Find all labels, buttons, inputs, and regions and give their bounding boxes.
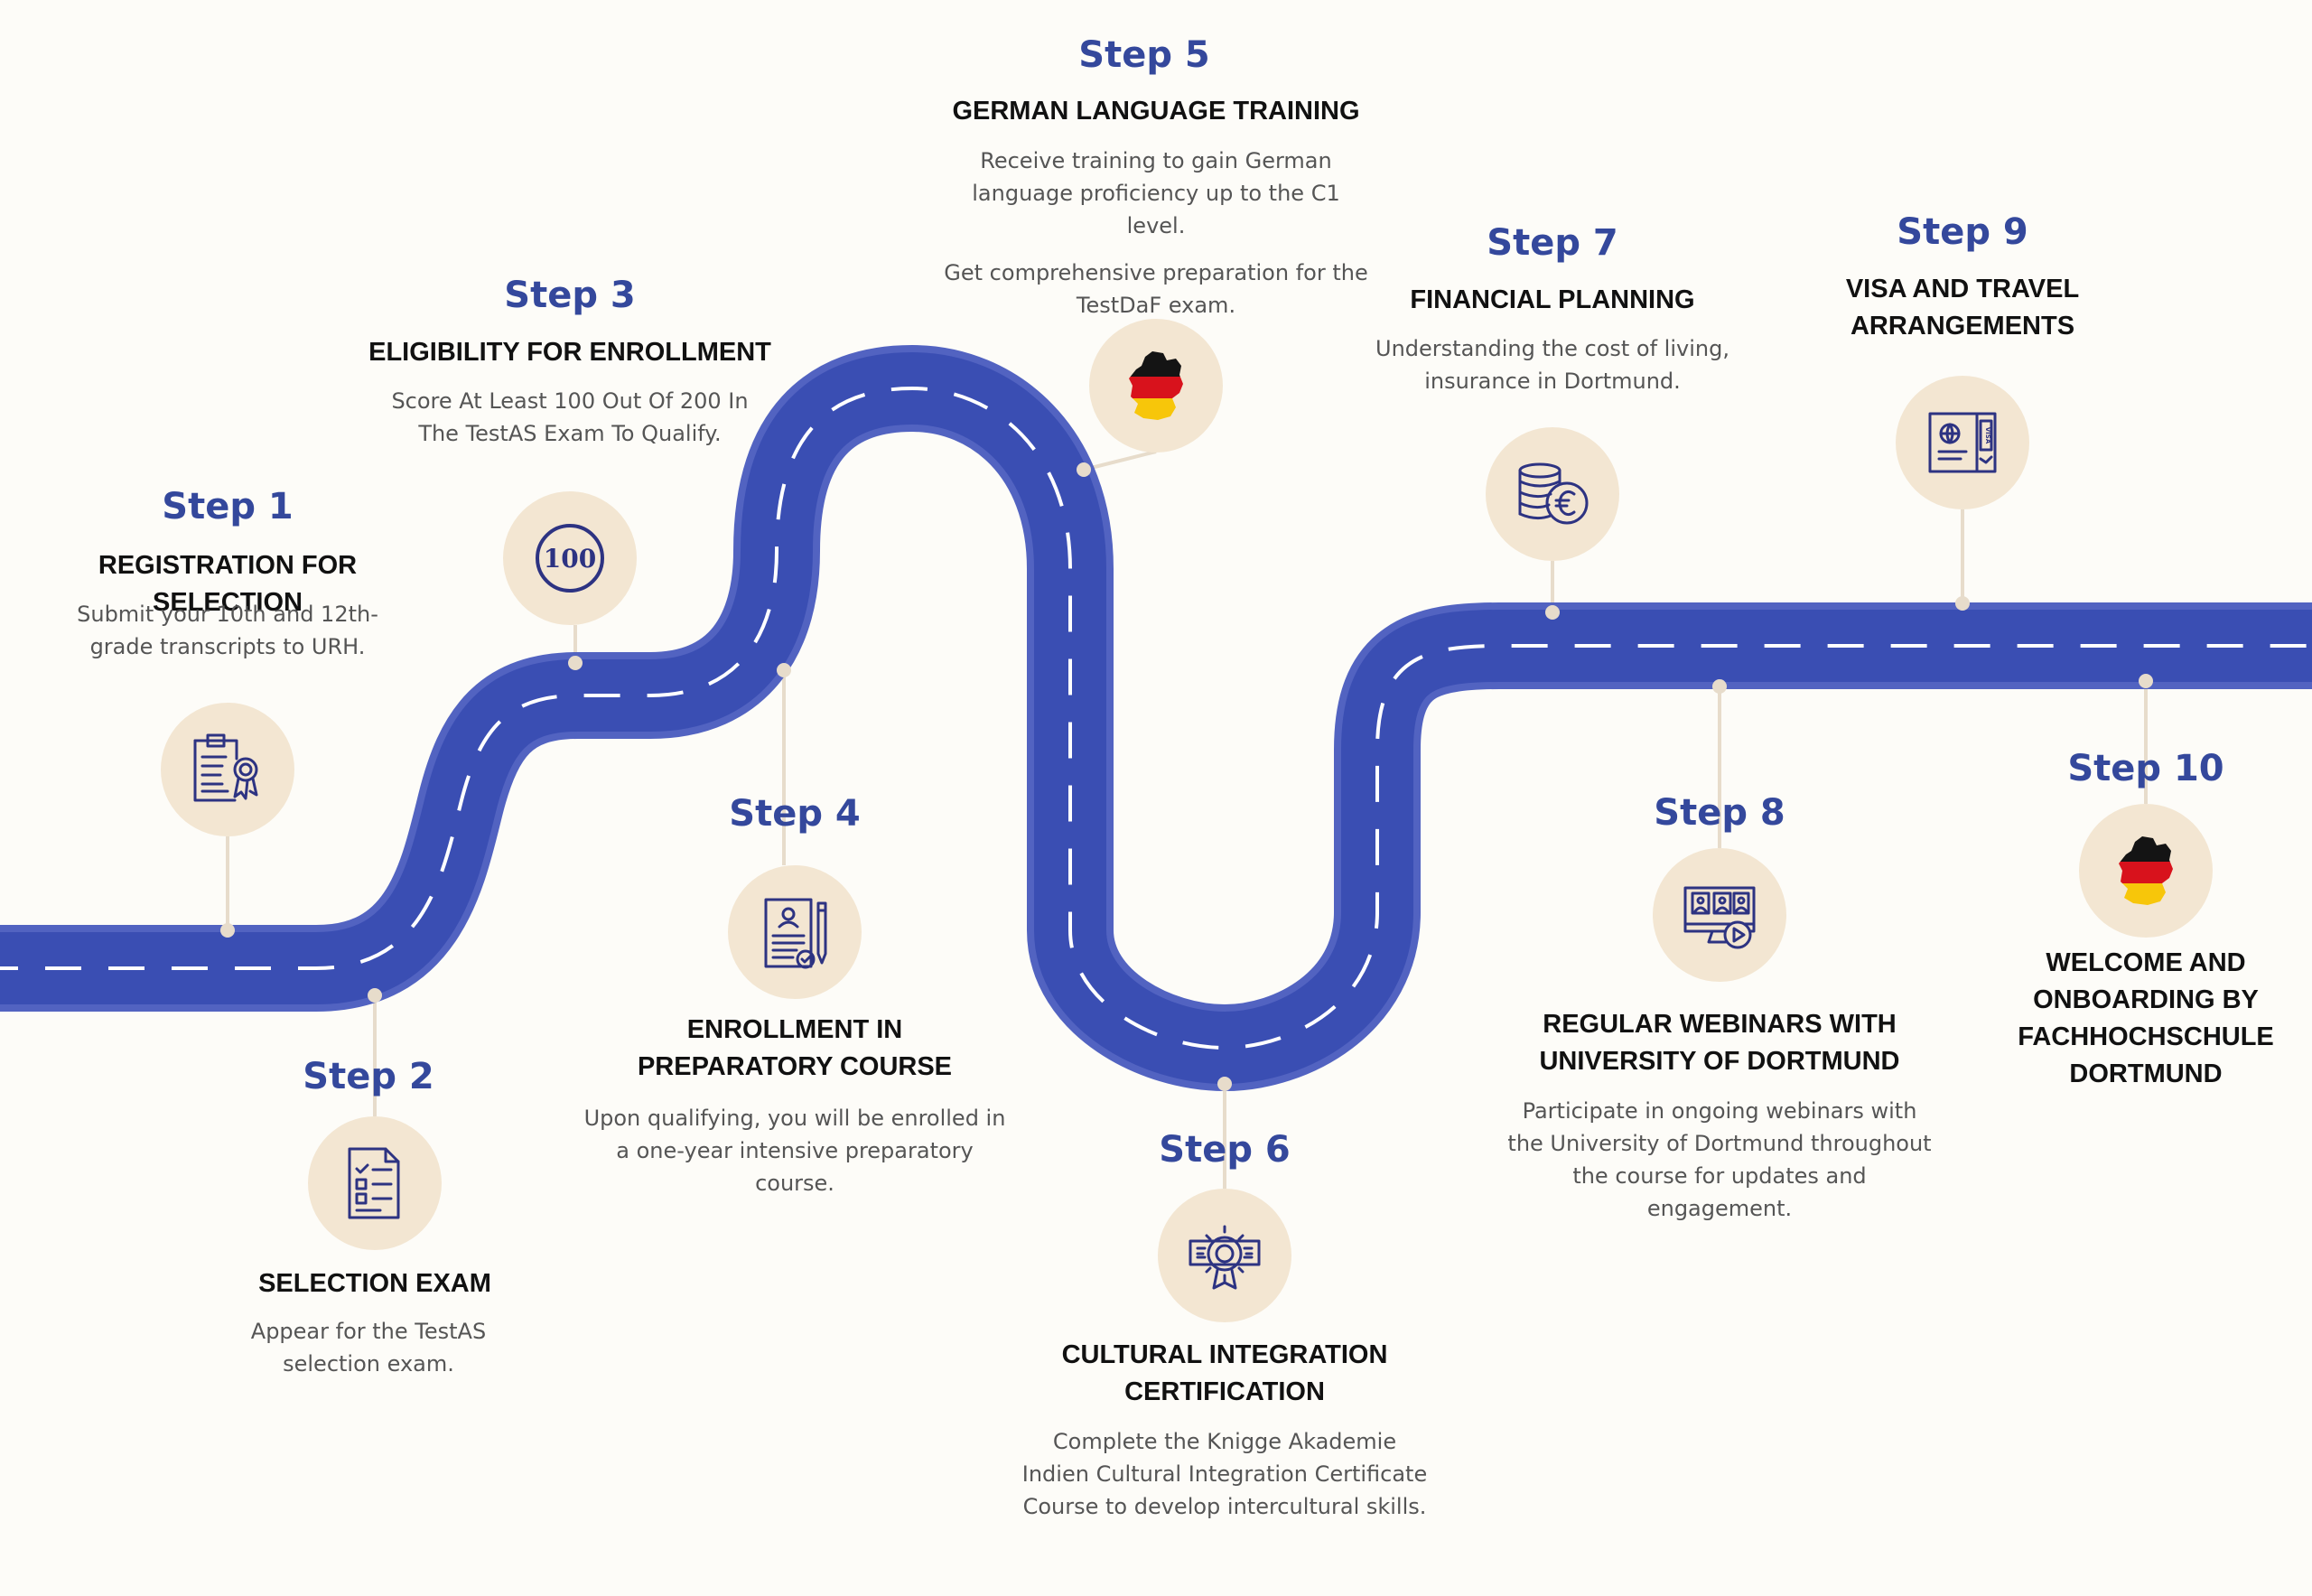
step-3-title: Step 3	[504, 275, 636, 316]
enrollment-form-icon	[764, 898, 827, 969]
step-4-heading-text: ENROLLMENT IN PREPARATORY COURSE	[637, 1015, 953, 1081]
step-5-title: Step 5	[1078, 34, 1210, 76]
step-4-title: Step 4	[729, 793, 861, 835]
connector-dot-step-4	[777, 663, 791, 677]
step-6-title: Step 6	[1159, 1129, 1291, 1171]
connector-dots	[220, 462, 2153, 1091]
connector-lines	[226, 450, 2148, 1189]
certificate-icon	[193, 733, 258, 802]
step-2-icon	[308, 1116, 442, 1250]
connector-dot-step-7	[1545, 605, 1560, 620]
step-8-heading: REGULAR WEBINARS WITH UNIVERSITY OF DORT…	[1539, 1010, 1900, 1076]
connector-line-step-5	[1083, 450, 1157, 471]
connector-dot-step-9	[1955, 596, 1970, 611]
step-1-icon	[161, 703, 294, 836]
step-2-heading: SELECTION EXAM	[258, 1269, 491, 1298]
webinar-icon	[1683, 886, 1756, 949]
step-3-heading: ELIGIBILITY FOR ENROLLMENT	[368, 338, 771, 367]
step-7-heading: FINANCIAL PLANNING	[1410, 285, 1695, 314]
step-8-icon	[1653, 848, 1786, 982]
step-6-icon	[1158, 1189, 1291, 1322]
connector-dot-step-8	[1712, 679, 1727, 694]
svg-text:100: 100	[544, 544, 596, 574]
step-3-description: Score At Least 100 Out Of 200 In The Tes…	[391, 388, 749, 446]
step-10-icon	[2079, 804, 2213, 938]
connector-dot-step-2	[368, 988, 382, 1003]
certification-badge-icon	[1189, 1225, 1261, 1290]
connector-dot-step-1	[220, 923, 235, 938]
germany-map-icon	[2119, 836, 2173, 905]
connector-dot-step-3	[568, 656, 583, 670]
step-4-description: Upon qualifying, you will be enrolled in…	[583, 1106, 1006, 1196]
step-9-heading: VISA AND TRAVEL ARRANGEMENTS	[1845, 275, 2080, 341]
svg-text:VISA: VISA	[1984, 427, 1991, 444]
connector-dot-step-5	[1077, 462, 1091, 477]
euro-coins-icon	[1518, 462, 1589, 525]
step-7-icon	[1486, 427, 1619, 561]
step-5-heading: GERMAN LANGUAGE TRAINING	[952, 97, 1360, 126]
step-2-title: Step 2	[303, 1056, 434, 1097]
step-4-heading: ENROLLMENT IN PREPARATORY COURSE	[605, 1012, 984, 1086]
step-3-icon: 100	[503, 491, 637, 625]
step-1-title: Step 1	[162, 486, 294, 527]
step-1-heading: REGISTRATION FOR SELECTION	[98, 551, 358, 617]
score-100-icon: 100	[536, 524, 604, 593]
connector-dot-step-6	[1217, 1077, 1232, 1091]
connector-dot-step-10	[2139, 674, 2153, 688]
step-7-description: Understanding the cost of living, insura…	[1375, 336, 1729, 394]
germany-map-icon	[1129, 351, 1183, 420]
checklist-icon	[348, 1147, 400, 1219]
step-5-icon	[1089, 319, 1223, 453]
step-2-description: Appear for the TestAS selection exam.	[250, 1319, 487, 1377]
step-4-icon	[728, 865, 862, 999]
step-6-description: Complete the Knigge Akademie Indien Cult…	[1021, 1429, 1428, 1519]
step-9-title: Step 9	[1897, 211, 2028, 253]
step-5-description: Receive training to gain German language…	[944, 148, 1368, 318]
visa-passport-icon: VISA	[1928, 412, 1997, 473]
step-8-description: Participate in ongoing webinars with the…	[1507, 1098, 1932, 1221]
step-10-heading: WELCOME AND ONBOARDING BY FACHHOCHSCHULE…	[2018, 948, 2274, 1088]
step-1-description: Submit your 10th and 12th-grade transcri…	[77, 602, 378, 659]
step-7-title: Step 7	[1487, 222, 1618, 264]
step-8-title: Step 8	[1654, 792, 1785, 834]
road-lane-markings	[0, 386, 2312, 1050]
step-10-title: Step 10	[2067, 748, 2224, 789]
step-9-icon: VISA	[1896, 376, 2029, 509]
step-6-heading: CULTURAL INTEGRATION CERTIFICATION	[1061, 1340, 1388, 1406]
